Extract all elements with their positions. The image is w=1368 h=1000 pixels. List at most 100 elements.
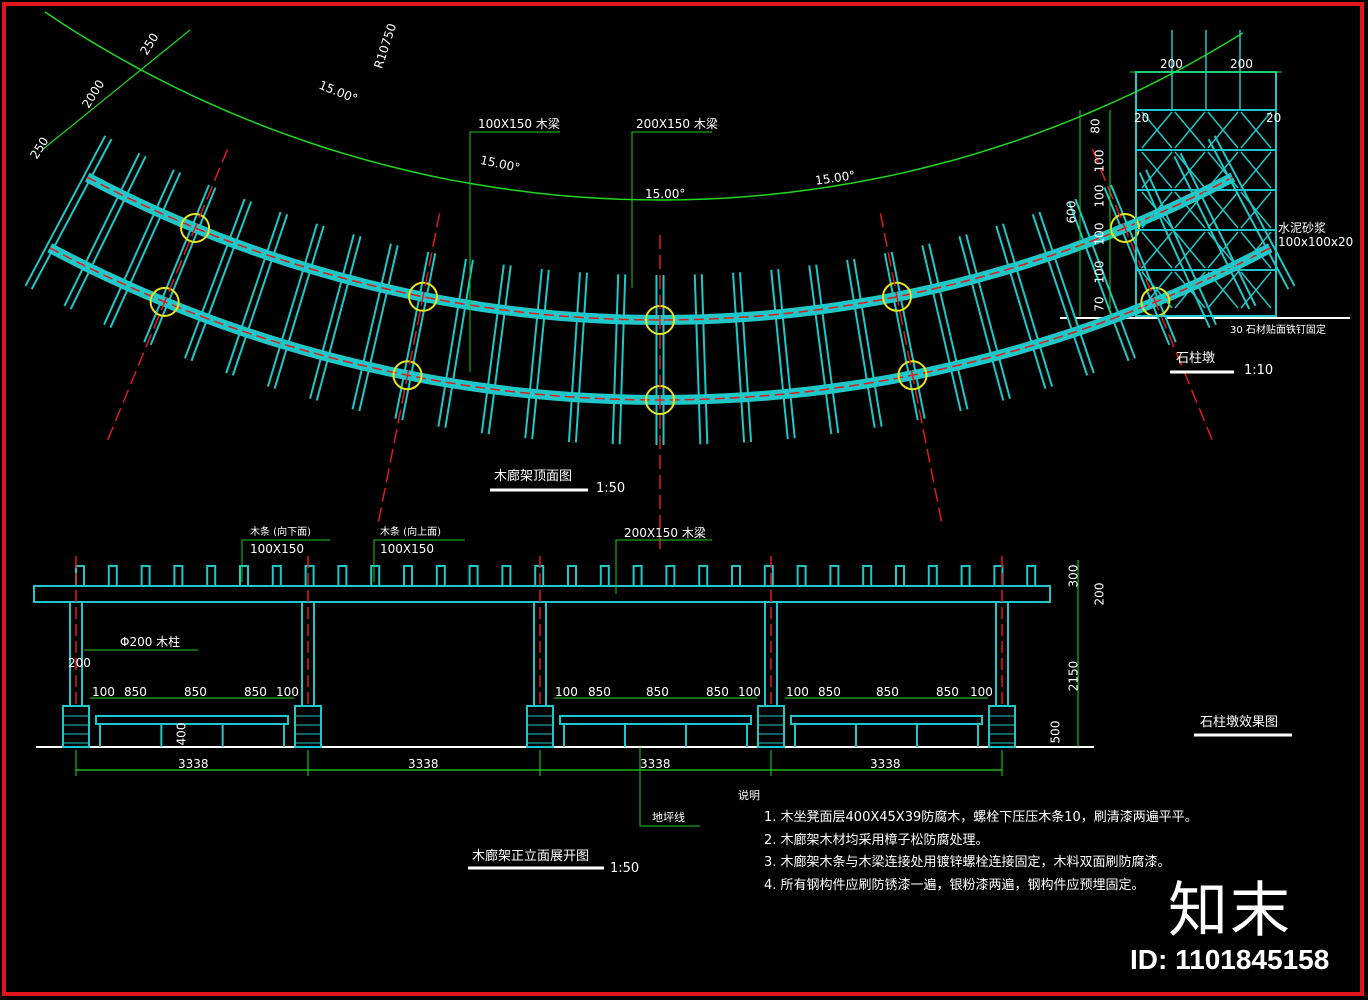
rafter-end (632, 565, 643, 587)
rafter-end (501, 565, 512, 587)
elev-right-200: 200 (1092, 582, 1107, 606)
pier-stone-hatch (1207, 191, 1239, 229)
pier-stone-hatch (1207, 151, 1239, 189)
plan-rafter-inner (810, 264, 838, 434)
plan-rafter-inner (526, 269, 548, 439)
pier-stone-hatch (1240, 231, 1272, 269)
elev-span-1: 3338 (178, 757, 209, 771)
elev-scale: 1:50 (610, 861, 640, 876)
plan-rafter-inner (734, 272, 751, 443)
stone-pier (526, 705, 554, 748)
plan-rafter-inner (65, 153, 145, 309)
bench-dim: 850 (244, 685, 267, 699)
plan-beam-large-label: 200X150 木梁 (636, 117, 718, 131)
leader-top (241, 539, 330, 582)
bench-dim: 100 (738, 685, 761, 699)
pier-edge-left: 20 (1134, 111, 1150, 125)
bench-dim: 850 (936, 685, 959, 699)
rafter-end (75, 565, 85, 587)
pier-stone-hatch (1240, 271, 1272, 309)
elev-beam-mid-size: 100X150 (380, 542, 435, 556)
rafter-end (140, 565, 151, 587)
plan-scale: 1:50 (596, 481, 626, 496)
pier-stone-hatch (1141, 151, 1173, 189)
plan-column-joint (897, 360, 928, 391)
plan-column-joint (180, 212, 211, 243)
rafter-end (370, 565, 381, 587)
plan-rafter-inner (997, 224, 1052, 389)
elev-span-3: 3338 (640, 757, 671, 771)
plan-column-joint (1109, 212, 1140, 243)
elev-span-4: 3338 (870, 757, 901, 771)
stone-pier (757, 705, 785, 748)
bench-dim: 100 (276, 685, 299, 699)
main-beam (33, 585, 1051, 603)
plan-rafter-inner (268, 224, 323, 389)
bench-seat (95, 715, 289, 725)
pier-stone-hatch (1141, 111, 1173, 149)
rafter-end (435, 565, 446, 587)
rafter-end (173, 565, 184, 587)
plan-rafter-inner (1175, 153, 1255, 309)
plan-rafter-inner (185, 199, 251, 361)
pier-material: 水泥砂浆 (1278, 221, 1327, 235)
stone-pier (294, 705, 322, 748)
pier-scale: 1:10 (1244, 363, 1274, 378)
pier-stone-hatch (1174, 151, 1206, 189)
plan-rafter-inner (1209, 136, 1294, 289)
bench-dim: 850 (124, 685, 147, 699)
leader-ground (639, 747, 700, 827)
pier-stone-hatch (1240, 151, 1272, 189)
pier-material-size: 100x100x20 (1278, 235, 1354, 249)
plan-column-joint (149, 286, 180, 317)
pier-total-height: 600 (1064, 200, 1079, 224)
plan-rafter-inner (695, 274, 707, 445)
rafter-end (796, 565, 807, 587)
plan-column-joint (881, 281, 912, 312)
rafter-end (862, 565, 873, 587)
elev-beam-top-size: 100X150 (250, 542, 305, 556)
plan-radial-axis (1091, 149, 1216, 446)
pier-stone-hatch (1174, 271, 1206, 309)
note-3: 3. 木廊架木条与木梁连接处用镀锌螺栓连接固定，木料双面刷防腐漆。 (764, 855, 1171, 870)
plan-rafter-inner (569, 272, 586, 443)
bench-dim: 850 (818, 685, 841, 699)
rafter-end (239, 565, 249, 587)
plan-rafter-inner (439, 259, 472, 428)
bench-dim: 100 (970, 685, 993, 699)
elev-col-dim: 200 (68, 656, 91, 670)
plan-rafter-inner (960, 234, 1010, 401)
rafter-end (763, 565, 774, 587)
bench-dim: 850 (876, 685, 899, 699)
rafter-end (534, 565, 545, 587)
rafter-end (468, 565, 479, 587)
note-4: 4. 所有钢构件应刷防锈漆一遍，银粉漆两遍，钢构件应预埋固定。 (764, 878, 1145, 893)
pier-effect-ref: 石柱墩效果图 (1200, 715, 1279, 730)
rafter-end (927, 565, 938, 587)
pier-stone-hatch (1174, 191, 1206, 229)
plan-rafter-inner (227, 212, 287, 376)
plan-radial-axis (104, 149, 229, 446)
plan-beam-centerline (86, 176, 1234, 321)
plan-title: 木廊架顶面图 (494, 469, 573, 484)
stone-pier (988, 705, 1016, 748)
bench-dim: 100 (92, 685, 115, 699)
elev-right-2150: 2150 (1066, 660, 1081, 692)
plan-column-joint (392, 360, 423, 391)
plan-dim-line (41, 29, 191, 151)
plan-rafter-inner (104, 170, 180, 328)
plan-leader-small (469, 131, 560, 372)
pier-width-left: 200 (1160, 57, 1183, 71)
plan-rafter-inner (613, 274, 625, 445)
rafter-end (107, 565, 118, 587)
pier-stone-hatch (1207, 231, 1239, 269)
elev-beam-mid-label: 木条 (向上面) (380, 527, 441, 538)
znzmo-id: ID: 1101845158 (1130, 944, 1330, 975)
bench-dim: 100 (555, 685, 578, 699)
pier-h-70: 70 (1092, 296, 1107, 312)
znzmo-logo: 知末 (1168, 876, 1292, 946)
plan-rafter-inner (848, 259, 881, 428)
leader-main (615, 539, 712, 594)
